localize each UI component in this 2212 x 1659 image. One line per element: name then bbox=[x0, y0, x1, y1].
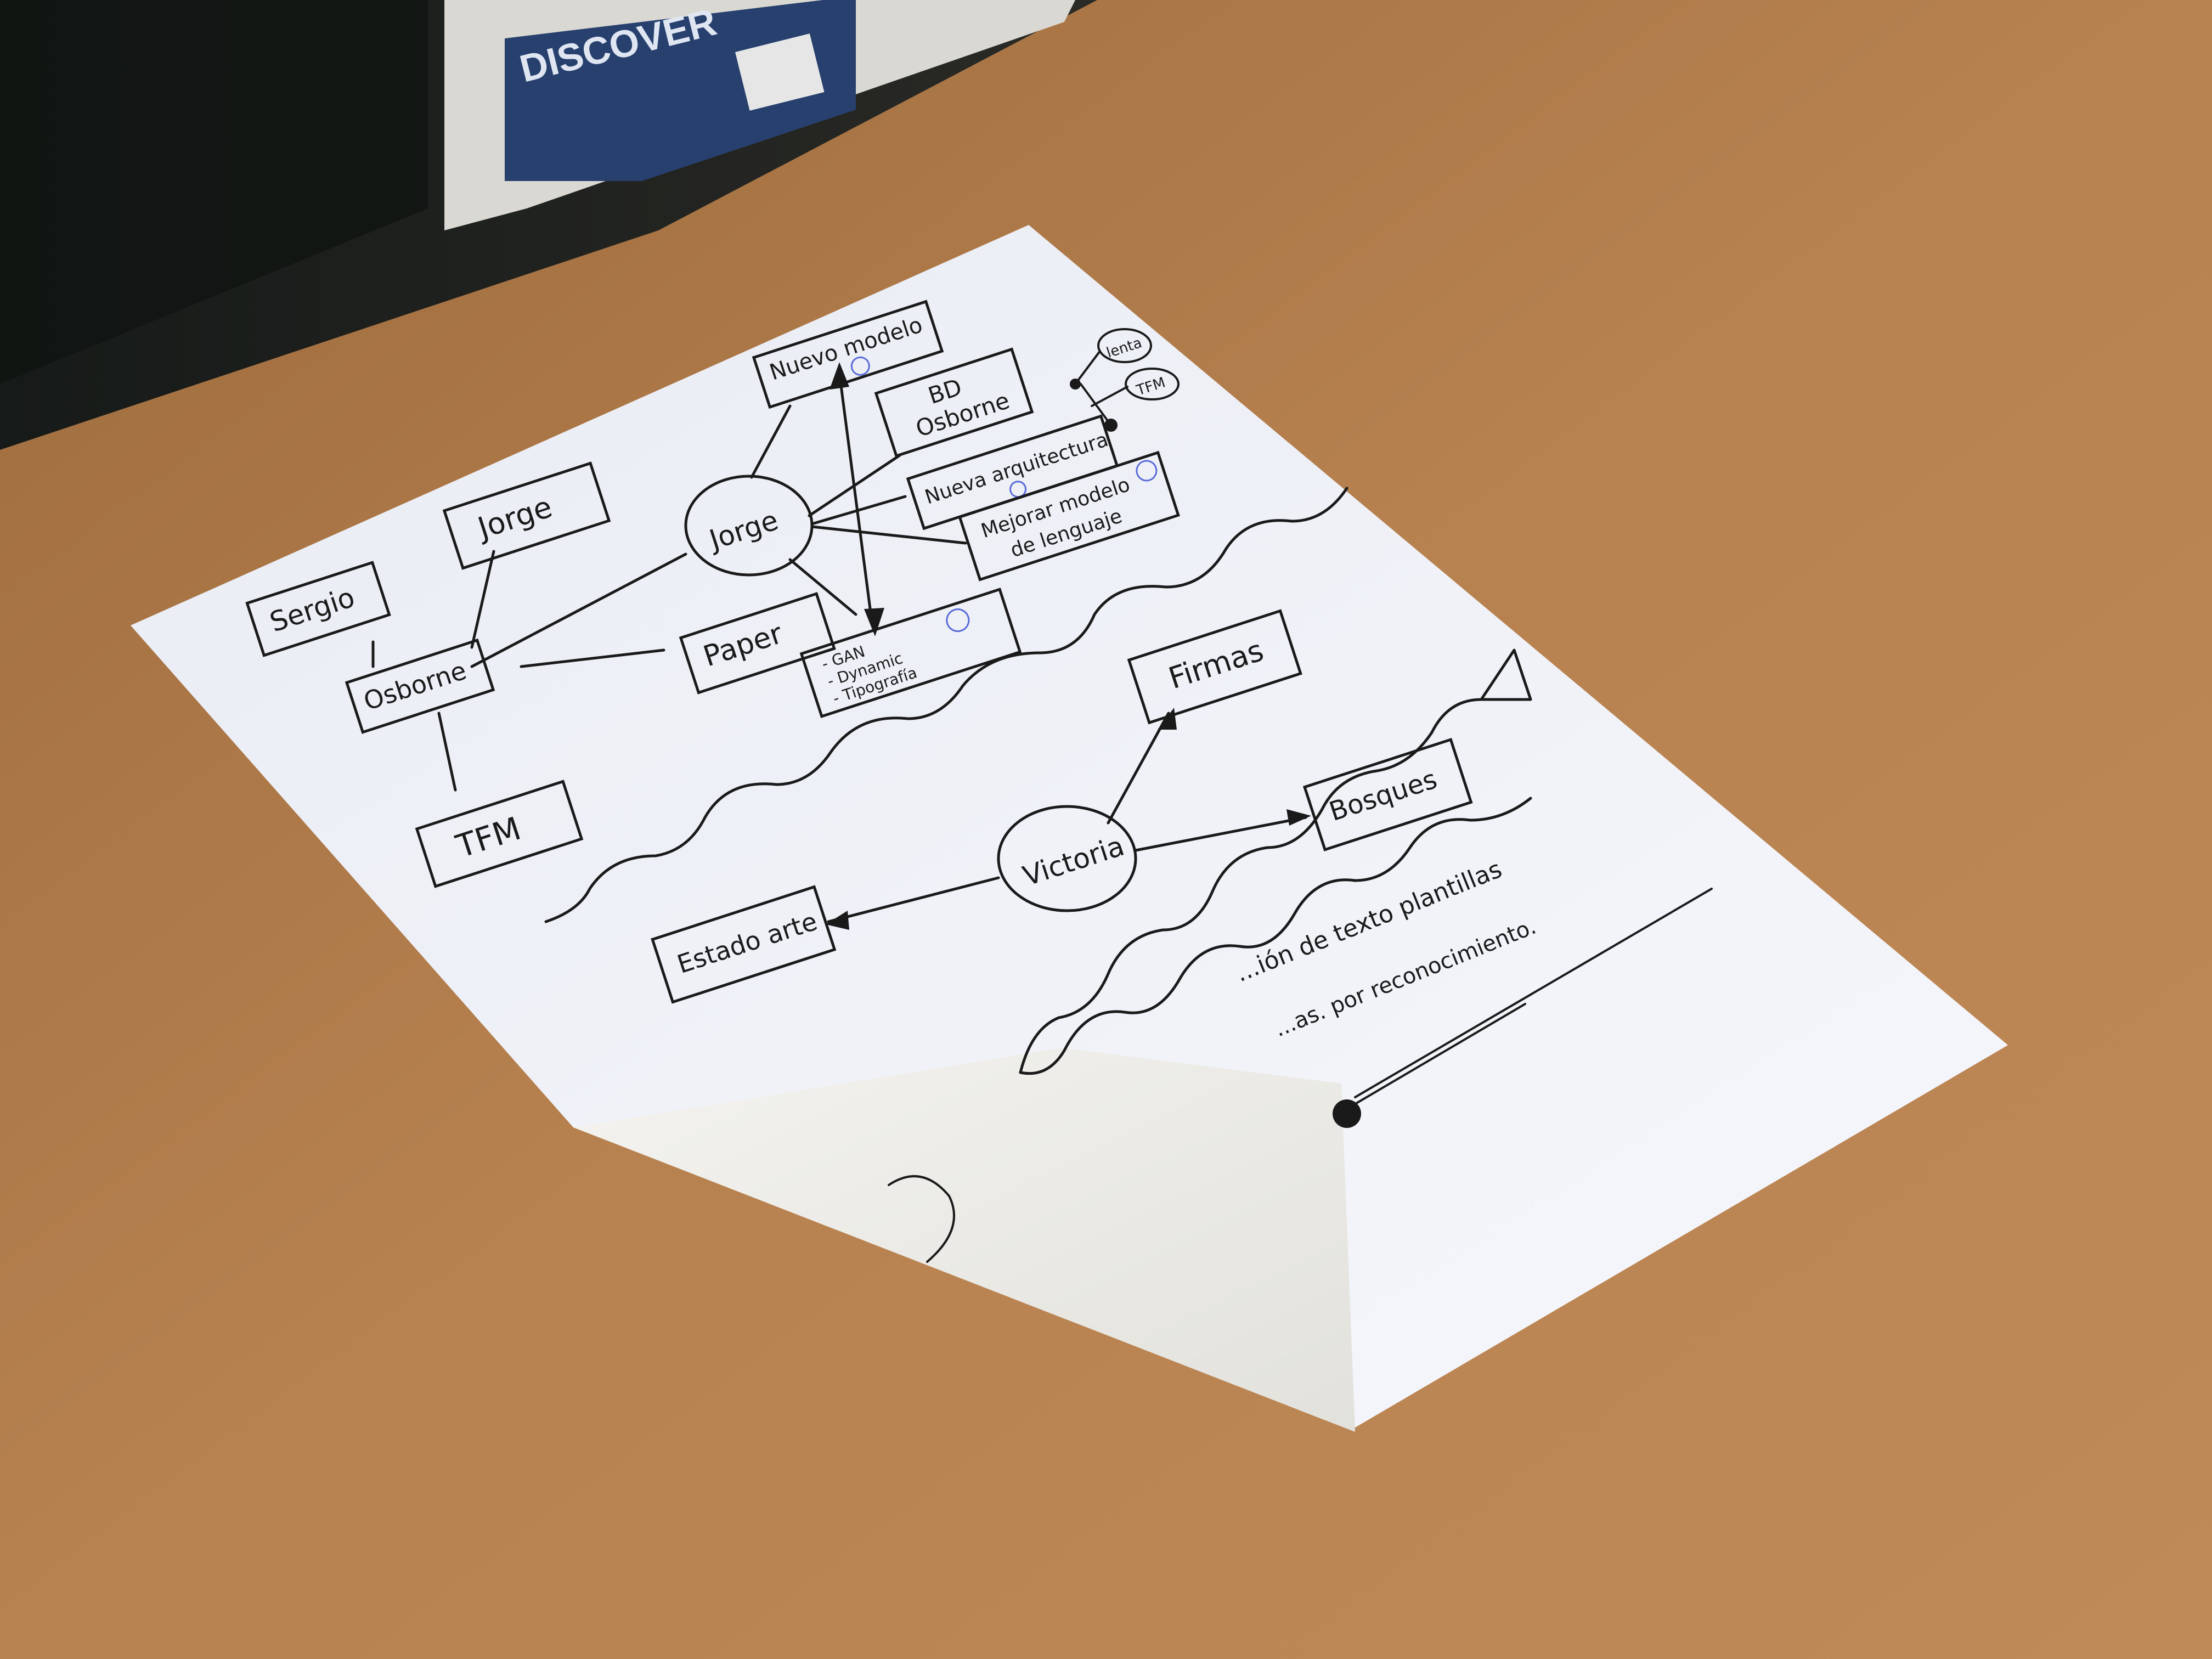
node-list bbox=[799, 588, 1022, 718]
node-victoria bbox=[997, 805, 1137, 912]
ink-dot bbox=[1333, 1099, 1361, 1128]
node-tfm-small bbox=[1125, 368, 1180, 400]
paper-sheet bbox=[131, 225, 2008, 1432]
node-bd-osborne bbox=[874, 347, 1034, 458]
node-nuevo-modelo bbox=[752, 300, 944, 409]
node-sergio bbox=[245, 561, 391, 657]
background-box: DISCOVER bbox=[444, 0, 1075, 230]
node-jorge-box bbox=[442, 461, 611, 570]
blue-mark bbox=[946, 608, 970, 633]
blue-mark bbox=[850, 356, 870, 376]
node-firmas bbox=[1127, 609, 1302, 725]
node-mejorar-modelo bbox=[958, 450, 1180, 582]
node-paper bbox=[679, 592, 836, 695]
bottom-divider bbox=[1354, 888, 1713, 1098]
wavy-divider bbox=[544, 487, 1348, 923]
folded-corner bbox=[573, 1048, 1355, 1432]
node-tfm bbox=[415, 780, 584, 888]
blue-mark bbox=[1136, 460, 1158, 482]
cabinet-shadow bbox=[0, 0, 428, 384]
node-osborne bbox=[345, 638, 495, 734]
node-estado-arte bbox=[651, 885, 837, 1004]
node-lenta bbox=[1097, 328, 1152, 363]
wavy-divider-2 bbox=[1019, 648, 1532, 1074]
